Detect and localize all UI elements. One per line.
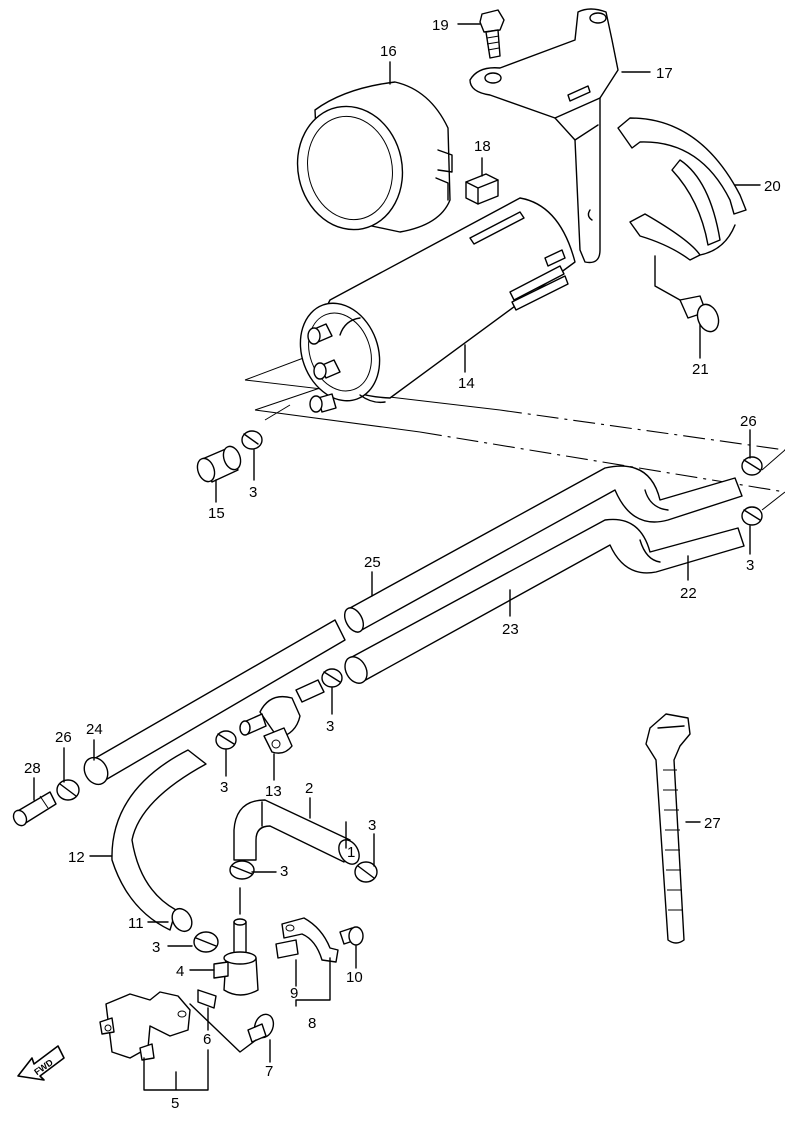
pad-18 (465, 173, 499, 205)
clip-f (56, 779, 80, 801)
callout-1: 1 (347, 844, 355, 861)
rubber-9 (275, 939, 299, 959)
tie-strap-27 (645, 713, 691, 944)
callout-22: 22 (680, 585, 697, 602)
callout-3f: 3 (280, 863, 288, 880)
callout-18: 18 (474, 138, 491, 155)
clip-g (354, 861, 378, 883)
callout-10: 10 (346, 969, 363, 986)
callout-27: 27 (704, 815, 721, 832)
screw-10 (339, 926, 364, 946)
callout-24: 24 (86, 721, 103, 738)
bracket-5 (99, 991, 191, 1061)
hose-25-24 (83, 465, 743, 786)
bracket-17 (469, 8, 619, 264)
callout-3b: 3 (746, 557, 754, 574)
hose-23-22 (344, 518, 745, 684)
callout-11: 11 (128, 915, 144, 932)
bolt-7 (247, 1013, 275, 1043)
t-joint-4 (213, 918, 259, 996)
hose-12 (111, 749, 207, 933)
screw-21 (679, 295, 720, 333)
callout-12: 12 (68, 849, 85, 866)
callout-14: 14 (458, 375, 475, 392)
clip-i (193, 931, 219, 953)
callout-5: 5 (171, 1095, 179, 1112)
canister-14 (299, 197, 576, 413)
callout-3d: 3 (220, 779, 228, 796)
clip-e (215, 730, 237, 750)
clamp-20 (617, 117, 747, 261)
callout-15: 15 (208, 505, 225, 522)
callout-3e: 3 (368, 817, 376, 834)
hose-2-1 (233, 799, 360, 865)
callout-26b: 26 (55, 729, 72, 746)
callout-28: 28 (24, 760, 41, 777)
callout-3c: 3 (326, 718, 334, 735)
callout-19: 19 (432, 17, 449, 34)
fwd-arrow: FWD (17, 1045, 65, 1081)
callout-7: 7 (265, 1063, 273, 1080)
callout-20: 20 (764, 178, 781, 195)
clip-a (241, 430, 263, 450)
valve-13 (239, 679, 325, 754)
leader-lines (33, 23, 761, 1091)
callout-labels: 1 2 3 3 3 3 3 3 3 4 5 6 7 8 9 10 11 12 1… (24, 17, 781, 1112)
callout-26a: 26 (740, 413, 757, 430)
callout-16: 16 (380, 43, 397, 60)
callout-3a: 3 (249, 484, 257, 501)
callout-8: 8 (308, 1015, 316, 1032)
bolt-19 (479, 9, 505, 59)
clip-b (741, 456, 763, 476)
callout-21: 21 (692, 361, 709, 378)
callout-6: 6 (203, 1031, 211, 1048)
clip-d (321, 668, 343, 688)
fitting-28 (12, 791, 57, 827)
canister-cover-16 (296, 81, 453, 233)
callout-13: 13 (265, 783, 282, 800)
callout-3g: 3 (152, 939, 160, 956)
callout-23: 23 (502, 621, 519, 638)
hose-clips (56, 430, 763, 953)
rubber-6 (197, 989, 217, 1009)
clip-h (229, 860, 255, 880)
bracket-8 (281, 917, 339, 963)
clip-c (741, 506, 763, 526)
callout-4: 4 (176, 963, 184, 980)
callout-9: 9 (290, 985, 298, 1002)
callout-2: 2 (305, 780, 313, 797)
plug-15 (196, 445, 242, 483)
callout-25: 25 (364, 554, 381, 571)
callout-17: 17 (656, 65, 673, 82)
